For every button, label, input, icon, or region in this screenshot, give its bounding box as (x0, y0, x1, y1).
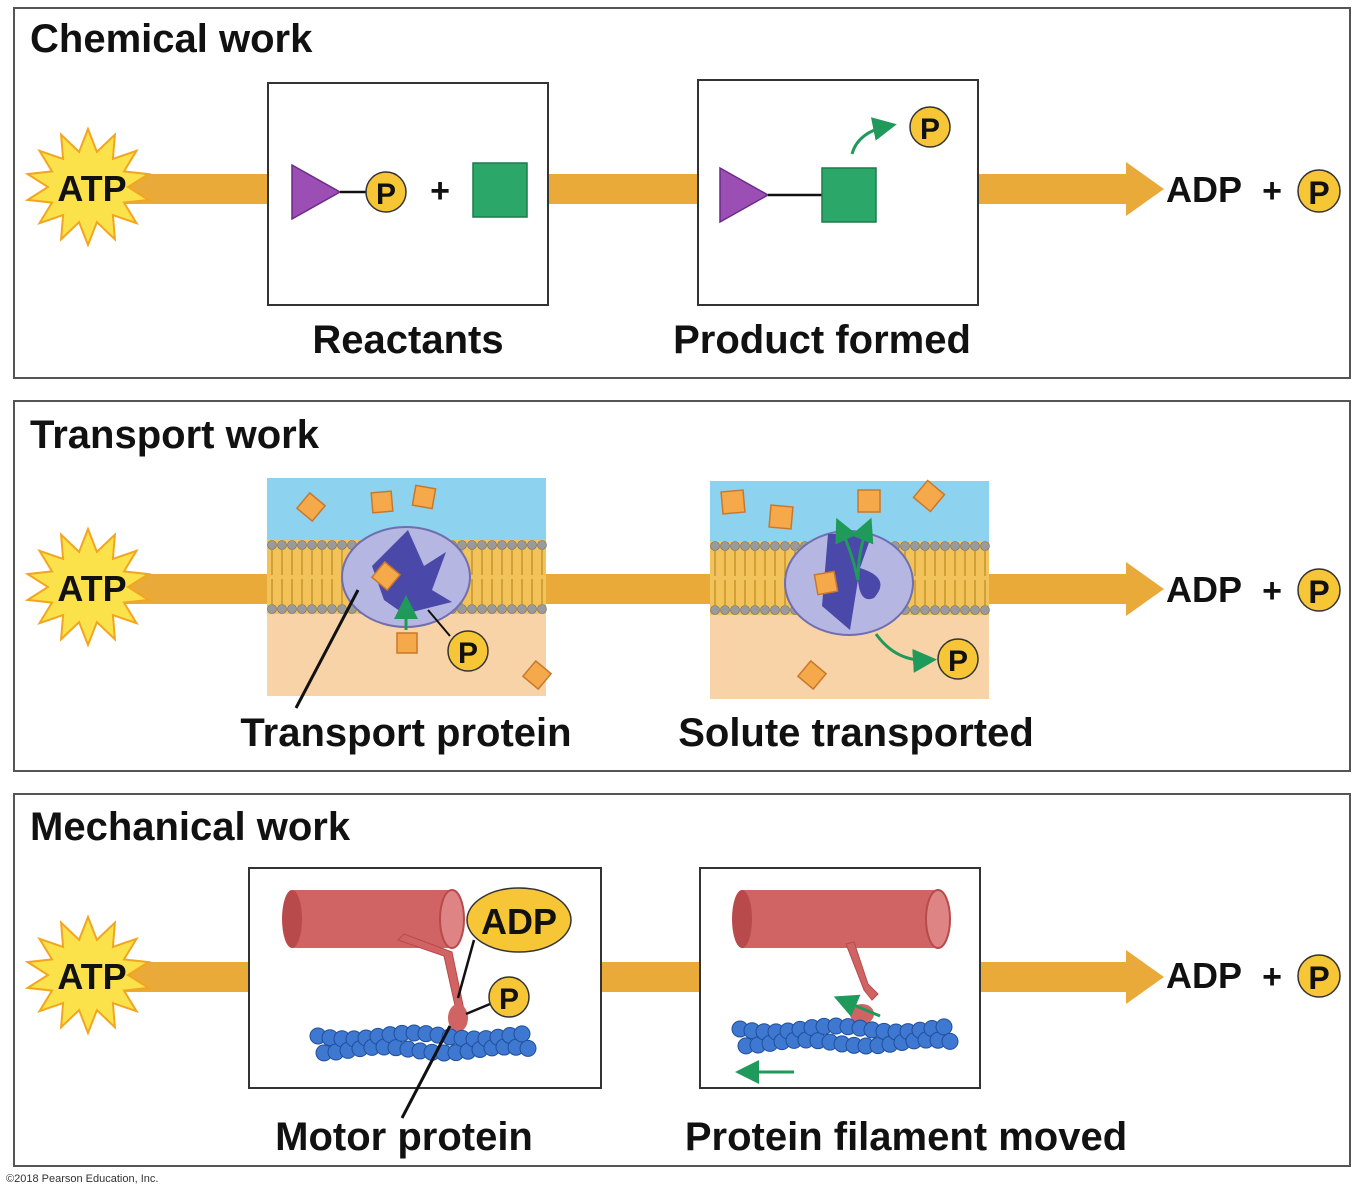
actin-filament (731, 1017, 959, 1055)
transport-work-panel: Transport work ATP (13, 400, 1351, 772)
energy-arrow-head (1126, 950, 1164, 1004)
mechanical-work-panel: Mechanical work ATP ADP P Motor protein (13, 793, 1351, 1167)
atp-burst: ATP (24, 526, 152, 648)
transport-protein-caption: Transport protein (240, 711, 571, 755)
phosphate-icon: P (1297, 568, 1341, 612)
copyright-notice: ©2018 Pearson Education, Inc. (6, 1173, 159, 1185)
phosphate-icon: P (447, 630, 489, 672)
atp-burst: ATP (24, 914, 152, 1036)
phosphate-icon: P (1297, 954, 1341, 998)
energy-arrow-head (1126, 162, 1164, 216)
protein-filament (732, 889, 951, 949)
svg-text:P: P (1308, 960, 1329, 996)
result-plus-sign: + (1262, 958, 1282, 996)
pointer-line (294, 589, 360, 709)
release-arrow (874, 633, 937, 673)
motor-protein-head (448, 1004, 468, 1032)
atp-label: ATP (57, 168, 126, 209)
solute-particles (295, 484, 553, 691)
phosphate-icon: P (488, 976, 530, 1018)
protein-filament (282, 889, 465, 949)
svg-text:ADP: ADP (481, 901, 557, 942)
actin-filament (309, 1024, 537, 1062)
release-arrow (850, 117, 897, 155)
solute-transported-caption: Solute transported (678, 711, 1034, 755)
transport-protein-scene: P (267, 478, 553, 709)
phosphate-icon: P (365, 171, 407, 213)
svg-text:P: P (920, 113, 940, 146)
protein-channel (822, 534, 881, 630)
product-formed-caption: Product formed (673, 318, 971, 362)
phosphate-icon: P (937, 638, 979, 680)
phosphate-icon: P (909, 106, 951, 148)
plus-sign: + (430, 172, 450, 210)
svg-text:P: P (499, 983, 519, 1016)
pointer-line (400, 1025, 452, 1119)
atp-label: ATP (57, 568, 126, 609)
mechanical-work-title: Mechanical work (30, 805, 351, 849)
protein-channel (372, 530, 452, 614)
adp-label: ADP (1166, 169, 1242, 210)
solute-particles (720, 479, 946, 691)
result-plus-sign: + (1262, 572, 1282, 610)
product-square (821, 167, 877, 223)
product-triangle (719, 166, 770, 224)
svg-text:P: P (948, 645, 968, 678)
chemical-work-panel: Chemical work ATP P + Reactants P Produc (13, 7, 1351, 379)
reactant-triangle (291, 163, 342, 221)
atp-burst: ATP (24, 126, 152, 248)
reactants-caption: Reactants (312, 318, 503, 362)
chemical-work-title: Chemical work (30, 17, 313, 61)
svg-text:P: P (1308, 574, 1329, 610)
motor-protein (845, 941, 879, 1001)
power-stroke-arrow (833, 994, 881, 1018)
svg-text:P: P (1308, 175, 1329, 211)
solute-transported-scene: P (710, 479, 990, 699)
motor-protein-caption: Motor protein (275, 1115, 533, 1159)
adp-label: ADP (1166, 569, 1242, 610)
reactant-square (472, 162, 528, 218)
filament-moved-caption: Protein filament moved (685, 1115, 1127, 1159)
adp-label: ADP (1166, 955, 1242, 996)
transport-work-title: Transport work (30, 413, 320, 457)
exit-arrow (851, 517, 874, 581)
svg-text:P: P (376, 178, 396, 211)
svg-text:P: P (458, 637, 478, 670)
adp-bubble: ADP (466, 887, 572, 953)
phosphate-icon: P (1297, 169, 1341, 213)
result-plus-sign: + (1262, 172, 1282, 210)
energy-arrow-head (1126, 562, 1164, 616)
atp-label: ATP (57, 956, 126, 997)
